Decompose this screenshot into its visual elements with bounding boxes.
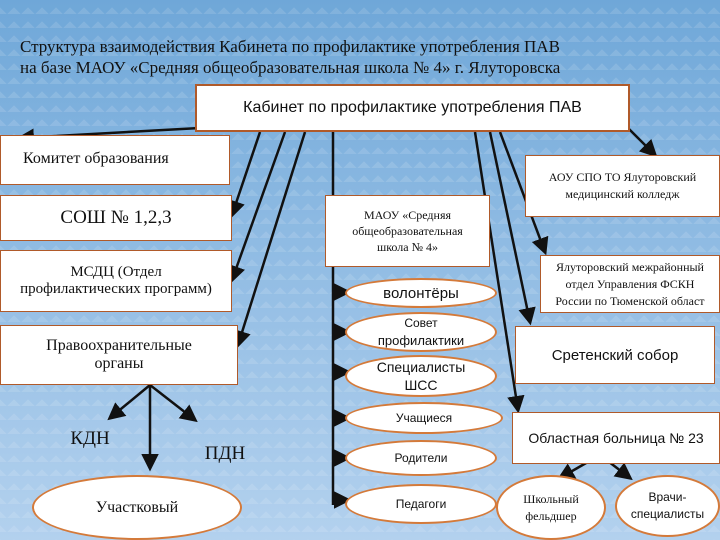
arrow-to-pdn: [149, 384, 198, 423]
fskn-label-2: отдел Управления ФСКН: [565, 276, 695, 291]
volunteers-oval: волонтёры: [345, 278, 497, 308]
council-oval: Совет профилактики: [345, 312, 497, 352]
law-box: Правоохранительные органы: [0, 325, 238, 385]
arrow-to-schools: [228, 131, 262, 219]
title-line-1: Структура взаимодействия Кабинета по про…: [20, 37, 560, 56]
specialists-oval: Специалисты ШСС: [345, 355, 497, 397]
committee-label: Комитет образования: [23, 150, 169, 167]
college-label-2: медицинский колледж: [565, 187, 680, 201]
committee-box: Комитет образования: [0, 135, 230, 185]
center-box-label: Кабинет по профилактике употребления ПАВ: [243, 99, 582, 116]
center-box: Кабинет по профилактике употребления ПАВ: [195, 84, 630, 132]
arrow-to-hospital: [473, 131, 525, 414]
district-officer-label: Участковый: [95, 498, 179, 516]
school4-label-1: МАОУ «Средняя: [364, 208, 451, 222]
arrow-to-cathedral: [488, 131, 536, 326]
teachers-label: Педагоги: [395, 497, 447, 511]
schools-box: СОШ № 1,2,3: [0, 195, 232, 241]
msdc-label-1: МСДЦ (Отдел: [70, 264, 162, 280]
arrow-to-msdc: [228, 131, 287, 284]
school4-label-2: общеобразовательная: [352, 224, 463, 238]
students-oval: Учащиеся: [345, 402, 503, 434]
arrow-to-fskn: [498, 131, 549, 256]
msdc-label-2: профилактических программ): [20, 281, 212, 297]
hospital-box: Областная больница № 23: [512, 412, 720, 464]
school4-box: МАОУ «Средняя общеобразовательная школа …: [325, 195, 490, 267]
law-label-2: органы: [94, 355, 144, 372]
specialists-label-2: ШСС: [404, 377, 438, 393]
cathedral-label: Сретенский собор: [551, 346, 679, 364]
arrow-to-law: [233, 131, 307, 349]
schools-label: СОШ № 1,2,3: [60, 207, 172, 228]
college-label-1: АОУ СПО ТО Ялуторовский: [548, 170, 697, 184]
fskn-label-1: Ялуторовский межрайонный: [556, 259, 704, 274]
hospital-label: Областная больница № 23: [528, 430, 704, 446]
students-label: Учащиеся: [395, 411, 453, 425]
paramedic-oval: Школьный фельдшер: [496, 475, 606, 540]
paramedic-label-1: Школьный: [523, 491, 579, 506]
teachers-oval: Педагоги: [345, 484, 497, 524]
paramedic-label-2: фельдшер: [525, 508, 577, 523]
cathedral-box: Сретенский собор: [515, 326, 715, 384]
pdn-label: ПДН: [204, 443, 246, 464]
volunteers-label: волонтёры: [383, 284, 459, 302]
school4-label-3: школа № 4»: [376, 240, 439, 254]
doctors-oval: Врачи- специалисты: [615, 475, 720, 537]
parents-label: Родители: [394, 451, 448, 465]
title-line-2: на базе МАОУ «Средняя общеобразовательна…: [20, 58, 561, 77]
fskn-box: Ялуторовский межрайонный отдел Управлени…: [540, 255, 720, 313]
district-officer-oval: Участковый: [32, 475, 242, 540]
kdn-label: КДН: [70, 428, 110, 449]
college-box: АОУ СПО ТО Ялуторовский медицинский колл…: [525, 155, 720, 217]
arrow-to-college: [627, 127, 658, 158]
parents-oval: Родители: [345, 440, 497, 476]
doctors-label-2: специалисты: [630, 507, 705, 521]
council-label-1: Совет: [404, 316, 438, 330]
doctors-label-1: Врачи-: [648, 490, 687, 504]
arrow-to-kdn: [107, 384, 151, 421]
page-title: Структура взаимодействия Кабинета по про…: [20, 36, 710, 78]
fskn-label-3: России по Тюменской област: [555, 293, 705, 308]
council-label-2: профилактики: [377, 333, 465, 348]
law-label-1: Правоохранительные: [46, 337, 192, 354]
msdc-box: МСДЦ (Отдел профилактических программ): [0, 250, 232, 312]
specialists-label-1: Специалисты: [376, 359, 466, 375]
